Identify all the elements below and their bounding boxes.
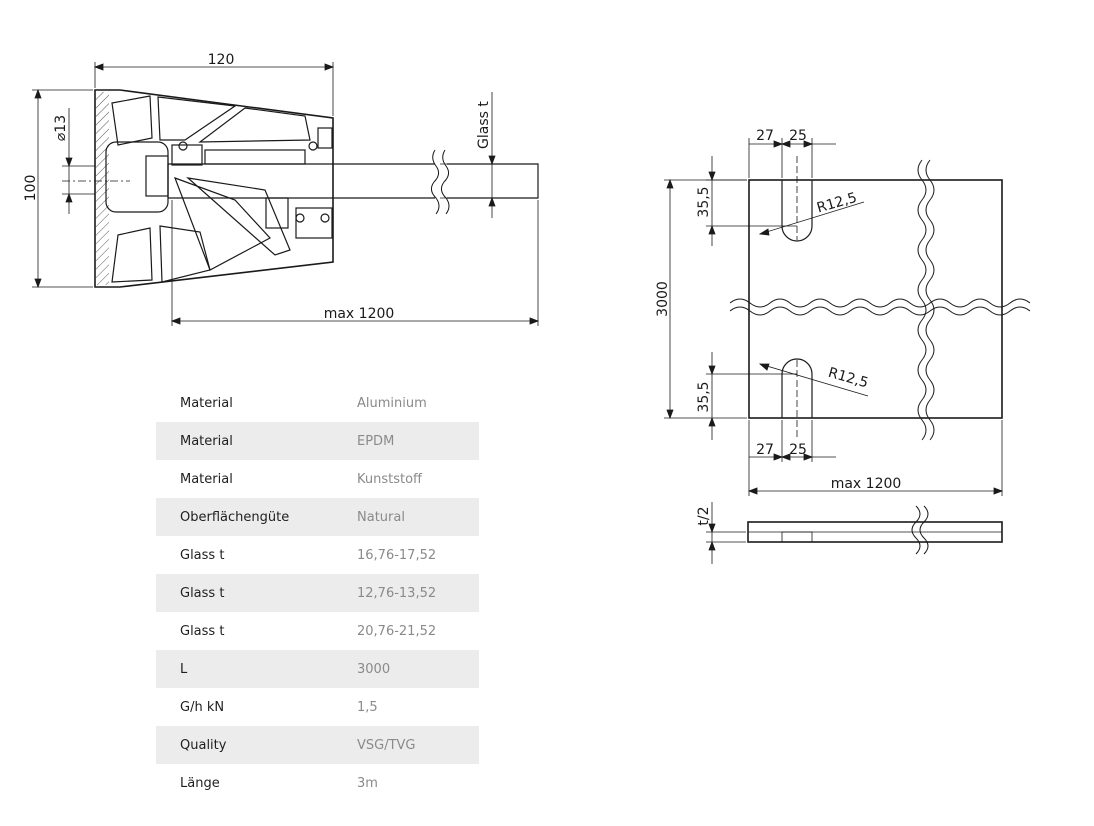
- spec-label: Oberflächengüte: [156, 498, 357, 536]
- dim-length-3000: 3000: [655, 281, 671, 317]
- spec-value: 3000: [357, 650, 479, 688]
- spec-value: 20,76-21,52: [357, 623, 437, 639]
- glass-pane: [168, 163, 539, 199]
- dim-width-120: 120: [208, 52, 235, 68]
- dim-25-bottom: 25: [789, 442, 807, 458]
- edge-view-dimensions: [706, 502, 746, 564]
- slot-bottom: [781, 358, 813, 418]
- dim-27-top: 27: [756, 128, 774, 144]
- spec-value: Natural: [357, 498, 479, 536]
- table-row: Glass t 16,76-17,52: [156, 536, 479, 574]
- dim-max-1200-side: max 1200: [324, 306, 395, 322]
- side-view-dimensions: [32, 62, 540, 326]
- dim-27-bottom: 27: [756, 442, 774, 458]
- spec-label: Länge: [180, 775, 220, 791]
- table-row: G/h kN 1,5: [156, 688, 479, 726]
- spec-label: Glass t: [156, 574, 357, 612]
- dim-25-top: 25: [789, 128, 807, 144]
- slot-top: [781, 180, 813, 242]
- spec-value: 16,76-17,52: [357, 547, 437, 563]
- spec-label: Glass t: [180, 623, 225, 639]
- table-row: Länge 3m: [156, 764, 479, 802]
- profile-outline: [94, 89, 334, 288]
- spec-value: VSG/TVG: [357, 726, 479, 764]
- radius-bottom: R12,5: [826, 365, 870, 392]
- profile-section-view: [62, 89, 539, 288]
- spec-value: 1,5: [357, 699, 378, 715]
- spec-label: Material: [156, 422, 357, 460]
- dim-half-thickness: t/2: [696, 506, 712, 525]
- spec-label: Glass t: [180, 547, 225, 563]
- spec-label: Quality: [156, 726, 357, 764]
- spec-value: 3m: [357, 775, 378, 791]
- radius-top: R12,5: [815, 190, 859, 217]
- glass-front-view: [729, 156, 1031, 441]
- table-row: Material Aluminium: [156, 384, 479, 422]
- spec-value: Kunststoff: [357, 471, 423, 487]
- spec-label: G/h kN: [180, 699, 225, 715]
- dim-35-5-bottom: 35,5: [696, 381, 712, 412]
- spec-label: L: [156, 650, 357, 688]
- glass-edge-view: [747, 505, 1003, 555]
- dim-35-5-top: 35,5: [696, 186, 712, 217]
- front-view-dimensions: [664, 138, 1004, 496]
- profile-wall: [95, 92, 109, 285]
- spec-value: Aluminium: [357, 395, 427, 411]
- spec-label: Material: [180, 395, 233, 411]
- dim-max-1200-front: max 1200: [831, 476, 902, 492]
- dim-glass-thickness: Glass t: [476, 101, 492, 149]
- spec-value: EPDM: [357, 422, 479, 460]
- spec-value: 12,76-13,52: [357, 574, 479, 612]
- glass-panel-outline: [748, 179, 1003, 419]
- dim-height-100: 100: [23, 175, 39, 202]
- spec-label: Material: [180, 471, 233, 487]
- dim-hole-diameter: ⌀13: [53, 115, 69, 141]
- table-row: Glass t 20,76-21,52: [156, 612, 479, 650]
- table-row: Material Kunststoff: [156, 460, 479, 498]
